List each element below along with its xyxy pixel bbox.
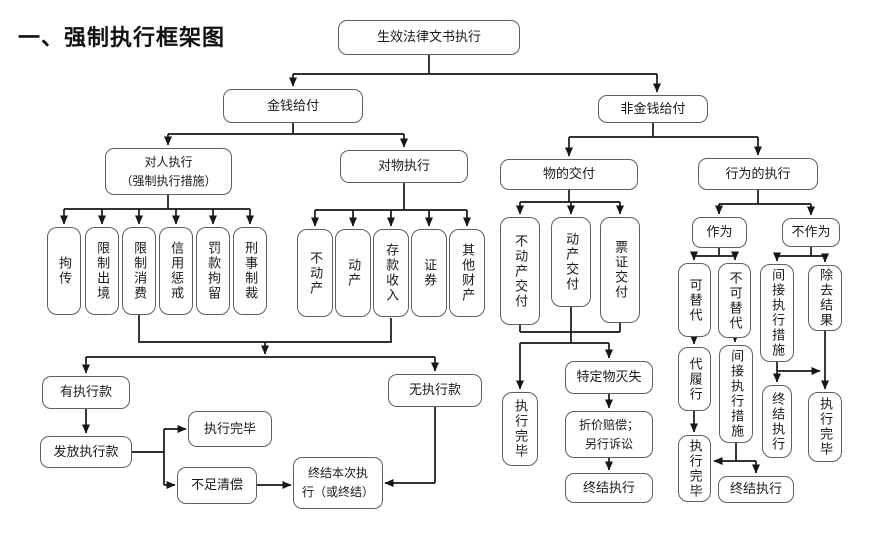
- node-perform-on-behalf: 代履行: [678, 347, 711, 411]
- node-indirect-measures-omission: 间接执行措施: [760, 264, 794, 362]
- node-securities: 证券: [411, 229, 447, 317]
- node-no-execution-funds: 无执行款: [388, 374, 482, 407]
- node-remove-result: 除去结果: [808, 265, 842, 331]
- node-end-execution-bottom: 终结执行: [718, 476, 794, 503]
- node-has-execution-funds: 有执行款: [42, 376, 130, 409]
- node-non-monetary-payment: 非金钱给付: [598, 95, 708, 123]
- node-specific-thing-lost: 特定物灭失: [565, 361, 653, 394]
- node-consumption-restriction: 限制消费: [122, 227, 156, 315]
- node-real-estate-delivery: 不动产交付: [500, 217, 540, 325]
- node-against-person: 对人执行 （强制执行措施）: [105, 148, 232, 195]
- node-insufficient-satisfaction: 不足清偿: [177, 467, 257, 504]
- node-fine-detention: 罚款拘留: [196, 227, 230, 315]
- node-against-property: 对物执行: [340, 150, 468, 183]
- node-credit-discipline: 信用惩戒: [159, 227, 193, 315]
- node-distribute-funds: 发放执行款: [40, 436, 132, 468]
- node-omission: 不作为: [782, 218, 840, 247]
- node-execution-complete-right: 执行完毕: [808, 392, 842, 462]
- node-movable-property: 动产: [335, 229, 371, 317]
- node-indirect-measures-act: 间接执行措施: [719, 345, 753, 443]
- node-discount-compensation: 折价赔偿； 另行诉讼: [565, 411, 653, 458]
- node-movable-delivery: 动产交付: [551, 217, 591, 307]
- node-deposit-income: 存款收入: [373, 229, 409, 317]
- node-end-execution-vertical: 终结执行: [762, 385, 792, 458]
- node-execution-of-conduct: 行为的执行: [698, 158, 818, 190]
- node-effective-legal-document: 生效法律文书执行: [338, 20, 520, 55]
- node-exit-restriction: 限制出境: [85, 227, 119, 315]
- node-substitutable: 可替代: [678, 263, 711, 337]
- node-non-substitutable: 不可替代: [718, 263, 751, 338]
- node-execution-complete-mid: 执行完毕: [502, 392, 538, 466]
- node-criminal-sanction: 刑事制裁: [233, 227, 267, 315]
- node-other-property: 其他财产: [449, 229, 485, 317]
- node-end-this-execution: 终结本次执 行（或终结）: [293, 457, 383, 509]
- node-real-estate: 不动产: [297, 229, 333, 317]
- node-end-execution-mid: 终结执行: [565, 473, 653, 503]
- node-monetary-payment: 金钱给付: [223, 89, 363, 123]
- page-title: 一、强制执行框架图: [18, 25, 226, 50]
- node-execution-complete-behalf: 执行完毕: [678, 435, 711, 502]
- node-delivery-of-things: 物的交付: [500, 159, 638, 190]
- node-ticket-delivery: 票证交付: [600, 217, 640, 323]
- node-execution-complete-left: 执行完毕: [188, 411, 272, 447]
- node-summons: 拘传: [47, 227, 81, 315]
- node-act: 作为: [692, 217, 747, 248]
